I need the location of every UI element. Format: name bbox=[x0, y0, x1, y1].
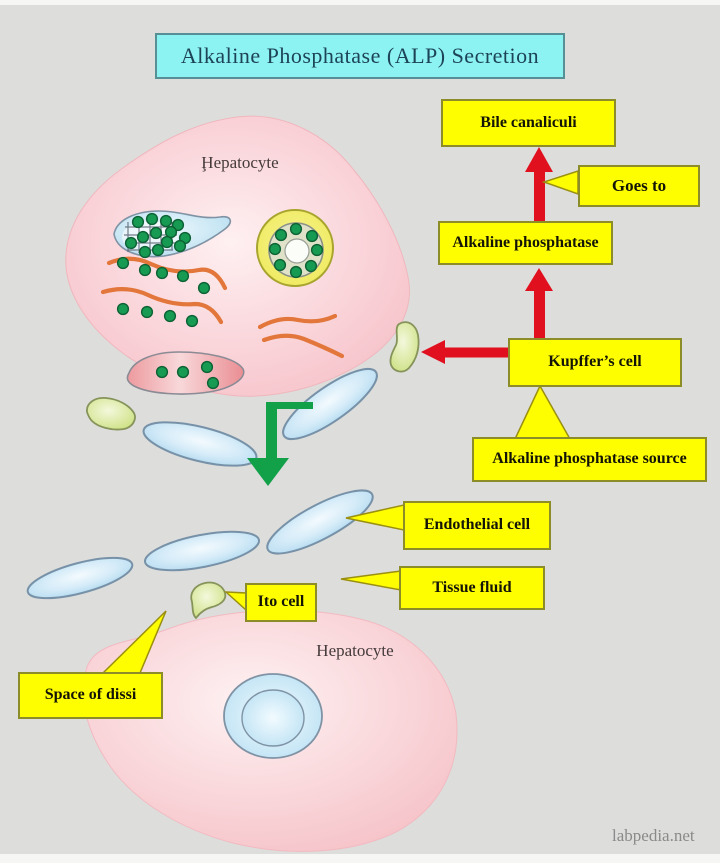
ito-cell-callout: Ito cell bbox=[245, 583, 317, 622]
red-arrow-ap-to-bile-icon bbox=[525, 147, 553, 221]
tissue-fluid-tail bbox=[340, 570, 402, 591]
diagram-title: Alkaline Phosphatase (ALP) Secretion bbox=[155, 33, 565, 79]
endothelial-cells bbox=[26, 367, 378, 600]
er-granules bbox=[124, 212, 192, 259]
goes-to-callout: Goes to bbox=[578, 165, 700, 207]
hepatocyte-bottom-label: Hepatocyte bbox=[316, 641, 394, 660]
hepatocyte-top-cell bbox=[65, 115, 410, 397]
alkaline-phosphatase-label: Alkaline phosphatase bbox=[438, 221, 613, 265]
source-tail bbox=[513, 384, 572, 440]
hepatocyte-top-label: Ḩepatocyte bbox=[201, 153, 279, 172]
reticulum-strands bbox=[100, 256, 345, 359]
goes-to-tail bbox=[541, 169, 579, 196]
green-down-arrow-icon bbox=[247, 402, 313, 486]
strand-granules bbox=[116, 256, 211, 328]
red-arrows bbox=[421, 147, 553, 364]
tissue-fluid-callout: Tissue fluid bbox=[399, 566, 545, 610]
top-border-strip bbox=[0, 0, 720, 5]
bottom-border-strip bbox=[0, 854, 720, 863]
watermark: labpedia.net bbox=[612, 826, 695, 845]
red-arrow-kupffer-to-ap-icon bbox=[525, 268, 553, 338]
ito-tail bbox=[223, 591, 247, 612]
mitochondrion-granules bbox=[155, 360, 220, 390]
diagram-title-text: Alkaline Phosphatase (ALP) Secretion bbox=[180, 43, 540, 68]
kupffer-cell-shape bbox=[389, 321, 420, 373]
nucleus bbox=[223, 673, 323, 759]
vesicle-organelle bbox=[256, 209, 334, 287]
perisinusoidal-green-cell bbox=[86, 397, 136, 431]
space-of-dissi-callout: Space of dissi bbox=[18, 672, 163, 719]
alkaline-phosphatase-source-callout: Alkaline phosphatase source bbox=[472, 437, 707, 482]
endothelial-cell-callout: Endothelial cell bbox=[403, 501, 551, 550]
red-arrow-kupffer-to-cell-icon bbox=[421, 340, 509, 364]
ito-cell-shape bbox=[190, 581, 227, 620]
kupffers-cell-label: Kupffer’s cell bbox=[508, 338, 682, 387]
bile-canaliculi-label: Bile canaliculi bbox=[441, 99, 616, 147]
